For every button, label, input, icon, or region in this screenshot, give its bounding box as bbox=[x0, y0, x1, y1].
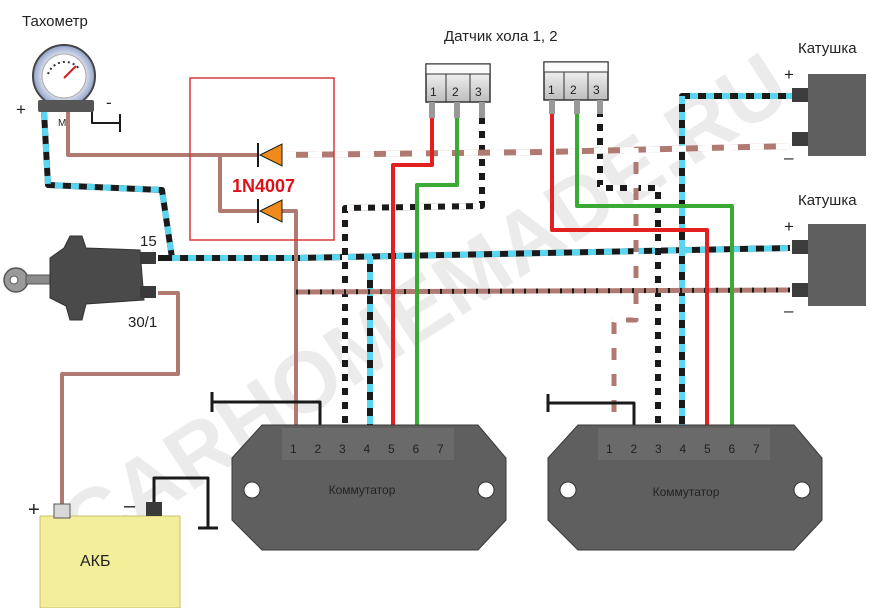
battery-label: АКБ bbox=[80, 553, 111, 570]
tach-m: М bbox=[58, 118, 66, 129]
diode-icon bbox=[257, 143, 283, 167]
battery-body bbox=[39, 515, 181, 609]
wire-green-1 bbox=[415, 118, 459, 430]
commutator-2: 1 2 3 4 5 6 7 Коммутатор bbox=[547, 424, 823, 551]
hall-pin: 2 bbox=[452, 85, 459, 99]
wire-coil1-minus bbox=[281, 143, 791, 430]
ground-stub-1 bbox=[210, 392, 322, 430]
commutator-pin: 6 bbox=[413, 442, 420, 456]
tach-ground bbox=[91, 110, 121, 132]
tach-plus: + bbox=[16, 100, 26, 119]
wire-red-2 bbox=[550, 112, 709, 430]
commutator-pin: 2 bbox=[315, 442, 322, 456]
commutator-pin: 1 bbox=[290, 442, 297, 456]
commutator-pin: 3 bbox=[655, 442, 662, 456]
wire-tach-m bbox=[66, 112, 258, 157]
wire-green-2 bbox=[575, 112, 734, 430]
commutator-label: Коммутатор bbox=[329, 483, 396, 497]
hall-sensor-label: Датчик хола 1, 2 bbox=[444, 28, 558, 45]
commutator-pin: 5 bbox=[704, 442, 711, 456]
commutator-pin: 2 bbox=[631, 442, 638, 456]
battery-minus: – bbox=[124, 495, 136, 517]
tachometer: Тахометр + - М bbox=[16, 13, 112, 129]
hall-pin: 1 bbox=[548, 83, 555, 97]
coil-minus: – bbox=[784, 148, 794, 167]
coil-body bbox=[808, 224, 866, 306]
diode-icon bbox=[257, 199, 283, 223]
commutator-pin: 5 bbox=[388, 442, 395, 456]
commutator-label: Коммутатор bbox=[653, 485, 720, 499]
diode-block: 1N4007 bbox=[189, 77, 335, 241]
ignition-switch: 15 30/1 bbox=[3, 233, 157, 331]
commutator-pin: 3 bbox=[339, 442, 346, 456]
wire-battery-30 bbox=[60, 291, 180, 508]
hall-pin: 3 bbox=[593, 83, 600, 97]
coil-1: Катушка + – bbox=[784, 40, 866, 167]
diode-box bbox=[189, 77, 335, 241]
wire-red-1 bbox=[391, 118, 434, 430]
ignition-15: 15 bbox=[140, 233, 157, 250]
coil-label: Катушка bbox=[798, 192, 857, 209]
coil-label: Катушка bbox=[798, 40, 857, 57]
hall-pin: 3 bbox=[475, 85, 482, 99]
coil-minus: – bbox=[784, 301, 794, 320]
wire-ign15-black-cyan bbox=[41, 93, 796, 430]
tachometer-label: Тахометр bbox=[22, 13, 88, 30]
commutator-pin: 7 bbox=[437, 442, 444, 456]
coil-body bbox=[808, 74, 866, 156]
commutator-pin: 4 bbox=[364, 442, 371, 456]
hall-sensor-1: 1 2 3 bbox=[425, 63, 491, 118]
commutator-pin: 6 bbox=[729, 442, 736, 456]
battery: АКБ + – bbox=[28, 495, 181, 609]
commutator-pin: 7 bbox=[753, 442, 760, 456]
coil-plus: + bbox=[784, 217, 794, 236]
battery-plus: + bbox=[28, 499, 40, 521]
ground-stub-2 bbox=[546, 394, 636, 430]
hall-pin: 2 bbox=[570, 83, 577, 97]
commutator-pin: 1 bbox=[606, 442, 613, 456]
ignition-30: 30/1 bbox=[128, 314, 157, 331]
key-icon bbox=[3, 267, 53, 293]
hall-pin: 1 bbox=[430, 85, 437, 99]
wires bbox=[41, 93, 796, 530]
coil-plus: + bbox=[784, 65, 794, 84]
coil-2: Катушка + – bbox=[784, 192, 866, 320]
battery-ground bbox=[152, 476, 218, 530]
diode-label: 1N4007 bbox=[232, 176, 295, 196]
commutator-pin: 4 bbox=[680, 442, 687, 456]
hall-sensor-2: 1 2 3 bbox=[543, 61, 609, 114]
tach-minus: - bbox=[106, 93, 112, 112]
commutator-1: 1 2 3 4 5 6 7 Коммутатор bbox=[231, 424, 507, 551]
